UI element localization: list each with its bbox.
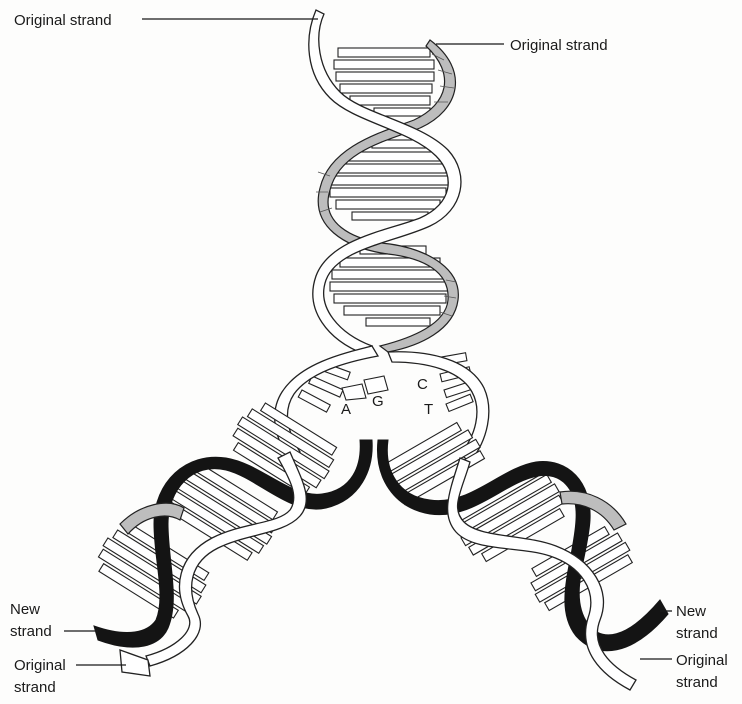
bottom-right-new-line1: New	[676, 603, 706, 620]
right-daughter-helix	[377, 380, 668, 690]
bottom-right-original-line2: strand	[676, 674, 718, 691]
bottom-right-new-line2: strand	[676, 625, 718, 642]
bottom-right-new-strand-label: New strand	[676, 603, 718, 642]
bottom-left-new-line2: strand	[10, 623, 52, 640]
bottom-left-new-strand-label: New strand	[10, 601, 52, 640]
top-right-original-strand-label: Original strand	[510, 37, 608, 54]
bottom-left-original-strand-label: Original strand	[14, 657, 70, 696]
base-t-label: T	[424, 401, 433, 418]
bottom-left-original-line1: Original	[14, 657, 66, 674]
bottom-left-original-line2: strand	[14, 679, 56, 696]
base-a-label: A	[341, 401, 351, 418]
bottom-right-original-strand-label: Original strand	[676, 652, 732, 691]
left-daughter-helix	[90, 370, 372, 676]
top-left-original-strand-label: Original strand	[14, 12, 112, 29]
parent-base-pairs	[330, 48, 448, 326]
bottom-right-original-line1: Original	[676, 652, 728, 669]
parent-double-helix	[309, 10, 461, 354]
base-g-label: G	[372, 393, 384, 410]
bottom-left-new-line1: New	[10, 601, 40, 618]
base-c-label: C	[417, 376, 428, 393]
